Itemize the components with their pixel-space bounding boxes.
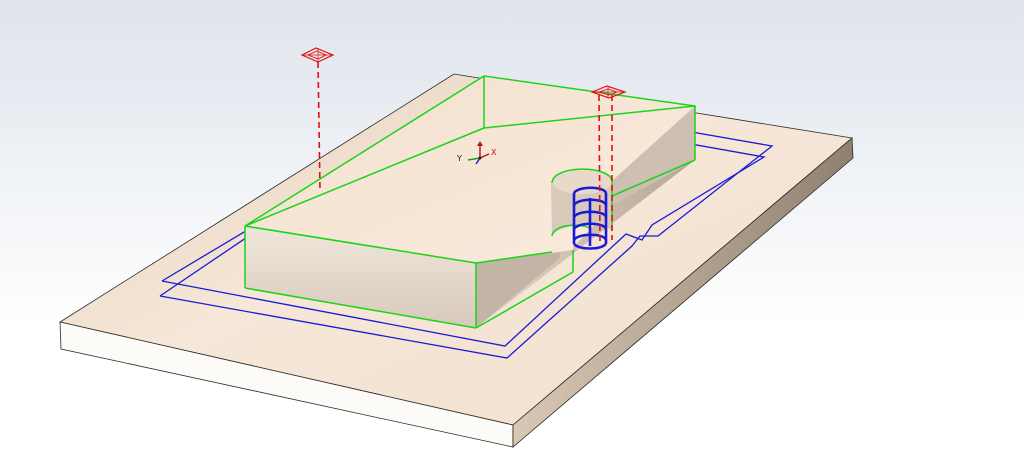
helical-toolpath[interactable] — [572, 186, 608, 250]
triad-x-label: X — [491, 148, 497, 157]
part-front-face[interactable] — [245, 226, 476, 328]
origin-triad-icon[interactable]: X Y — [456, 141, 497, 165]
part-body[interactable] — [244, 75, 696, 329]
coordinate-plane-marker-icon[interactable] — [590, 85, 627, 245]
stock-right-face[interactable] — [512, 137, 854, 448]
part-right-face-lower — [476, 252, 560, 328]
coordinate-plane-marker-icon[interactable] — [300, 47, 335, 191]
part-edge-outline — [244, 75, 696, 329]
triad-y-label: Y — [456, 154, 462, 163]
part-end-face-fill — [613, 106, 695, 205]
